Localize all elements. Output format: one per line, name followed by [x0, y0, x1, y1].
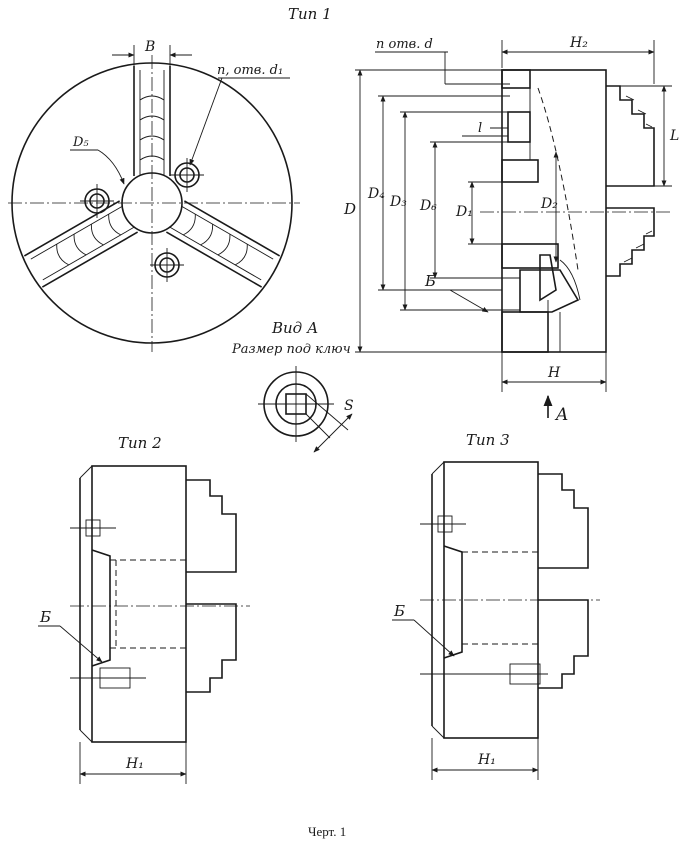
label-b-ref-type3: Б	[393, 602, 405, 620]
title-type1: Тип 1	[288, 5, 332, 23]
label-n-holes-d1: n, отв. d₁	[217, 63, 283, 78]
title-type2: Тип 2	[118, 434, 162, 452]
view-arrow-a: A	[554, 405, 568, 425]
type3-view: Тип 3 Б H₁	[392, 431, 600, 780]
dim-label-s: S	[344, 398, 354, 414]
mounting-hole-right	[170, 158, 204, 192]
type1-front-view: Тип 1	[8, 5, 332, 352]
label-n-holes-d: n отв. d	[376, 37, 433, 52]
dim-label-d1: D₁	[455, 204, 473, 220]
label-b-ref-type1: Б	[424, 272, 436, 290]
dim-label-h: H	[547, 365, 561, 381]
dim-label-h1-type2: H₁	[125, 756, 144, 772]
type1-section-view: H₂ n отв. d D D₄ D₃ D₆ D₁ D₂	[343, 35, 679, 425]
dim-label-h2: H₂	[569, 35, 588, 51]
label-b-ref-type2: Б	[39, 608, 51, 626]
dim-label-l: L	[669, 128, 679, 144]
title-type3: Тип 3	[466, 431, 510, 449]
label-wrench-size: Размер под ключ	[231, 342, 351, 357]
chuck-body-section	[501, 69, 607, 353]
jaw-slot-top	[133, 66, 171, 176]
dim-label-d: D	[343, 200, 356, 218]
dim-label-d2: D₂	[540, 196, 558, 212]
dim-label-h1-type3: H₁	[477, 752, 496, 768]
dim-label-d6: D₆	[419, 198, 437, 214]
title-view-a: Вид А	[271, 319, 318, 337]
jaw-slot-lower-left	[23, 200, 139, 288]
jaw-lower	[606, 207, 655, 277]
central-bore	[121, 172, 183, 234]
dim-label-d3: D₃	[389, 194, 407, 210]
dim-label-b: В	[144, 39, 155, 55]
mounting-hole-left	[80, 184, 114, 218]
type2-view: Тип 2 Б H₁	[38, 434, 250, 784]
jaw-slot-lower-right	[165, 200, 281, 288]
jaw-upper	[606, 85, 655, 187]
label-d5: D₅	[72, 135, 89, 150]
dim-label-l-small: l	[478, 121, 482, 136]
mounting-hole-bottom	[150, 248, 184, 282]
figure-caption: Черт. 1	[308, 824, 346, 839]
dim-label-d4: D₄	[367, 186, 385, 202]
view-a-detail: Вид А Размер под ключ S	[231, 319, 354, 453]
